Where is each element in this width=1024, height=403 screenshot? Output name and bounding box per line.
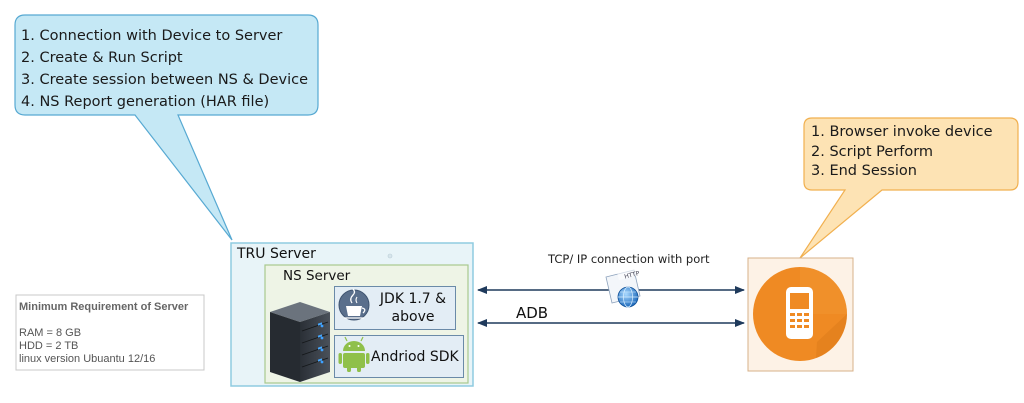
http-globe-icon: HTTP	[605, 268, 641, 308]
requirements-text: Minimum Requirement of Server RAM = 8 GB…	[19, 301, 188, 366]
android-sdk-label: Andriod SDK	[371, 349, 459, 365]
left-callout-line-2: 2. Create & Run Script	[21, 50, 183, 66]
requirements-title: Minimum Requirement of Server	[19, 301, 189, 313]
jdk-label-line-2: above	[391, 309, 435, 325]
server-rack-icon	[270, 302, 330, 382]
left-callout-bubble	[14, 14, 319, 241]
right-callout-line-3: 3. End Session	[811, 163, 917, 179]
right-callout-line-1: 1. Browser invoke device	[811, 124, 993, 140]
jdk-icon-overlay	[338, 288, 370, 321]
right-callout-text: 1. Browser invoke device 2. Script Perfo…	[811, 123, 993, 182]
tru-server-label: TRU Server	[237, 246, 316, 262]
left-callout-text: 1. Connection with Device to Server 2. C…	[21, 25, 308, 113]
left-callout-line-4: 4. NS Report generation (HAR file)	[21, 94, 270, 110]
ns-server-label: NS Server	[283, 268, 351, 284]
left-callout-line-3: 3. Create session between NS & Device	[21, 72, 308, 88]
requirements-hdd: HDD = 2 TB	[19, 340, 79, 352]
http-badge: HTTP	[624, 270, 641, 281]
requirements-box	[15, 294, 205, 371]
mobile-phone-icon	[753, 267, 847, 361]
jdk-label-line-1: JDK 1.7 &	[379, 291, 447, 307]
right-callout-line-2: 2. Script Perform	[811, 143, 934, 160]
tcp-ip-label: TCP/ IP connection with port	[548, 252, 710, 266]
android-icon-overlay	[338, 336, 370, 372]
adb-label: ADB	[516, 304, 549, 322]
requirements-os: linux version Ubuantu 12/16	[19, 353, 156, 365]
requirements-ram: RAM = 8 GB	[19, 327, 82, 339]
right-callout-bubble	[799, 117, 1019, 259]
left-callout-line-1: 1. Connection with Device to Server	[21, 28, 283, 44]
